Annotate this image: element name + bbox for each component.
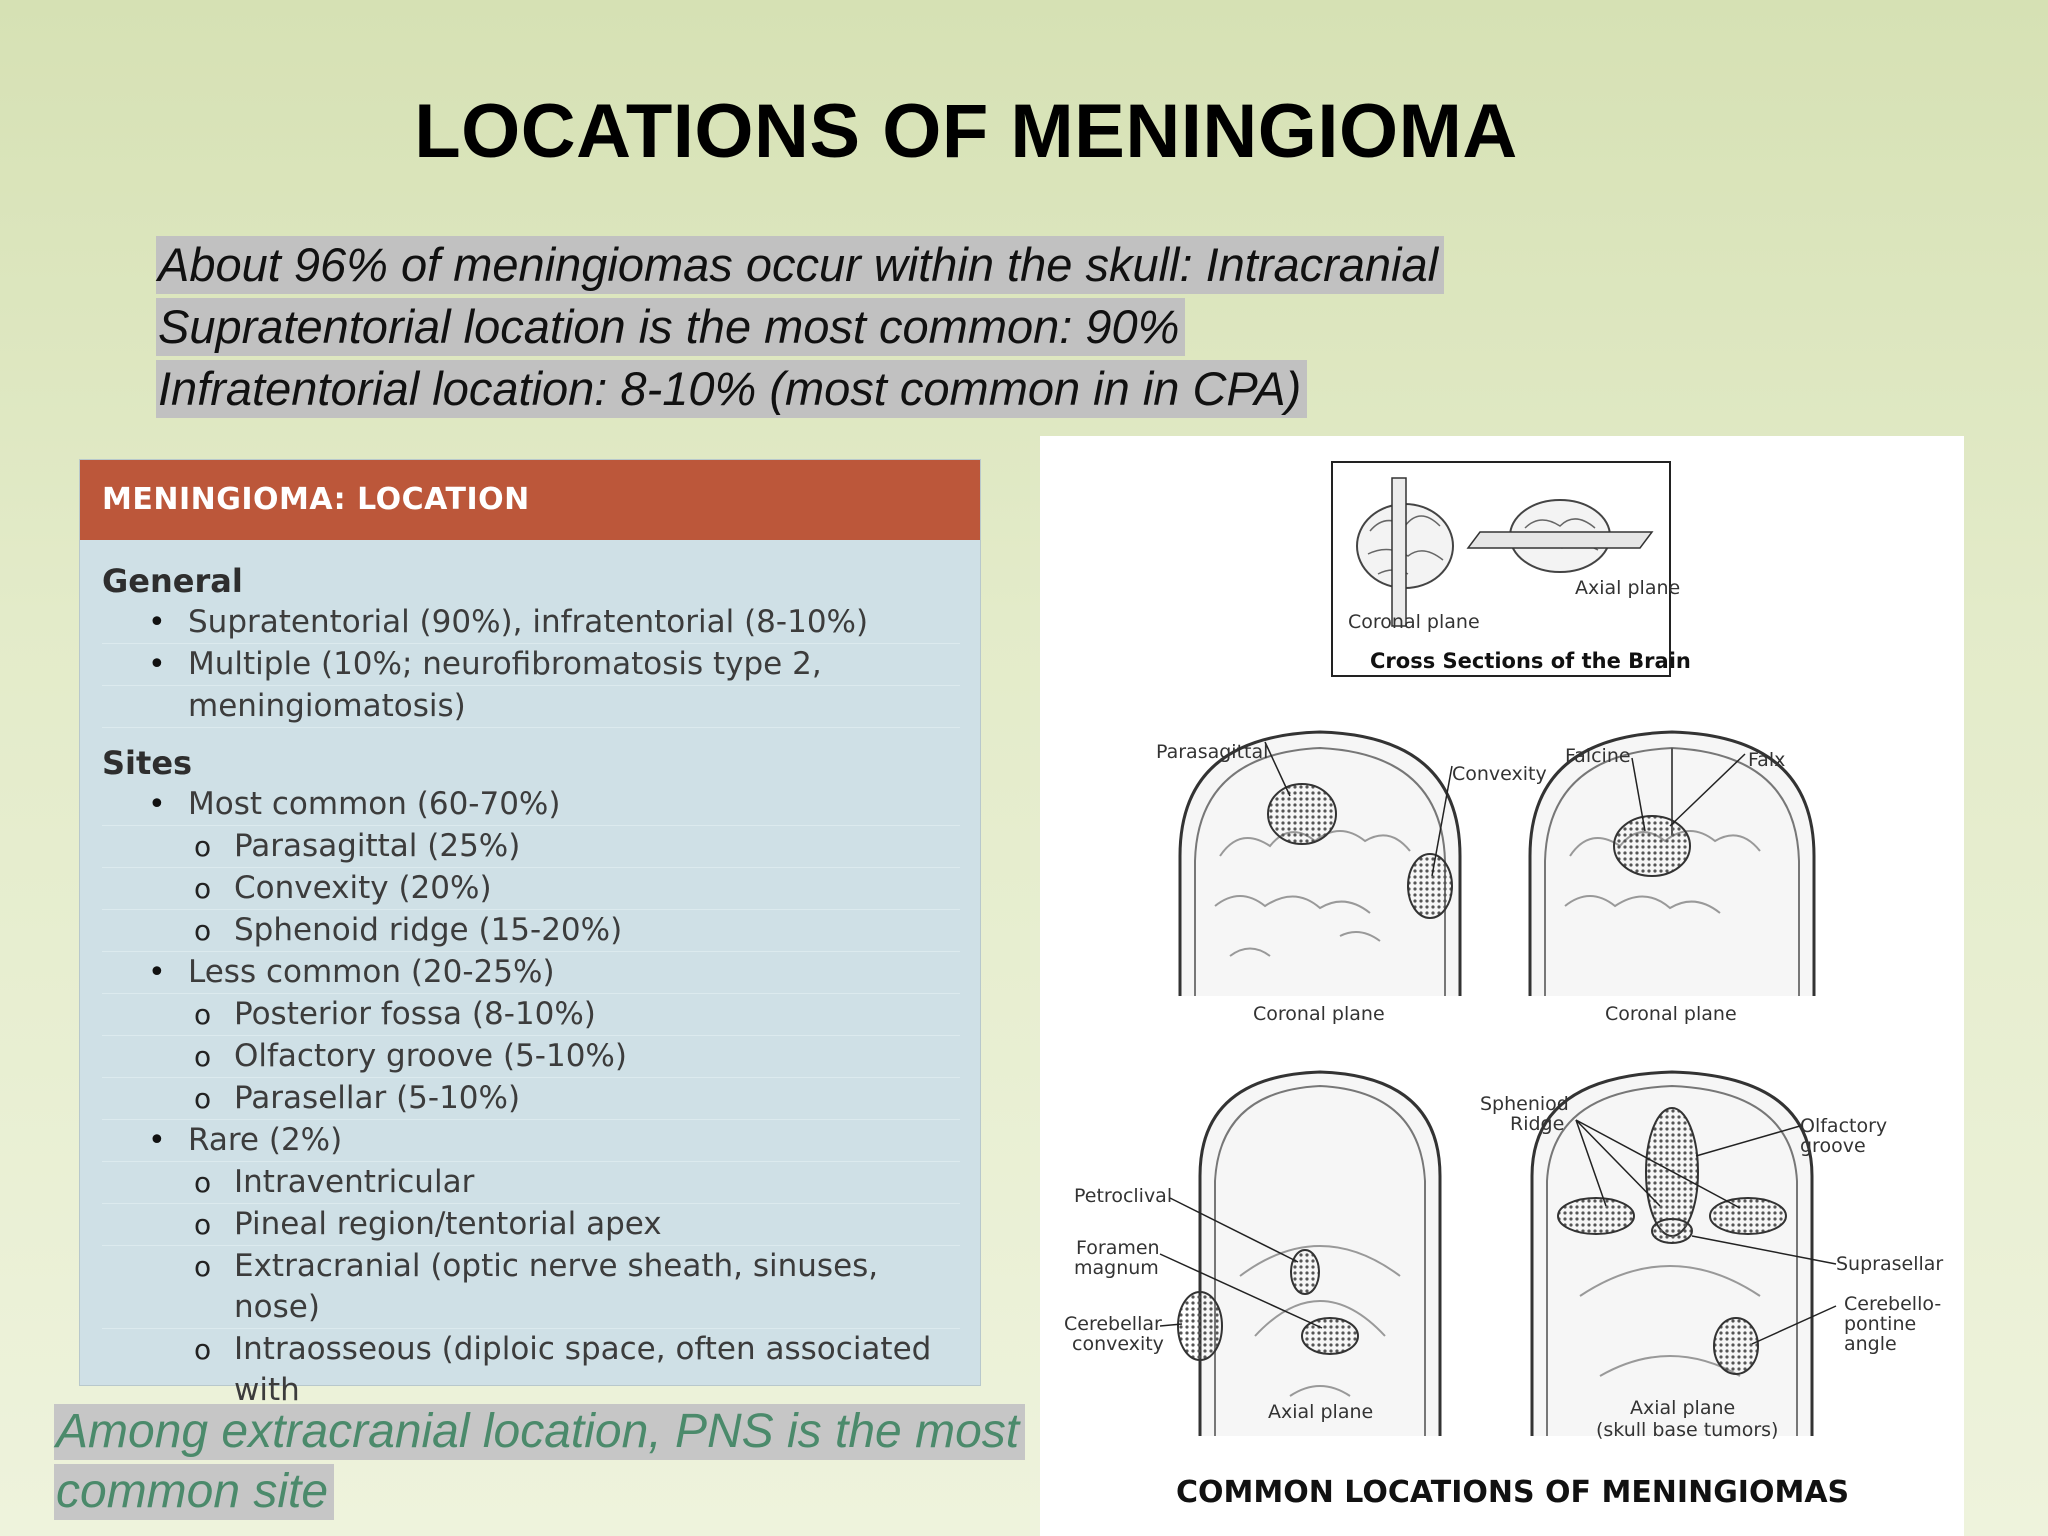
coronal-skull-right [1528,730,1816,996]
general-list-item: • Multiple (10%; neurofibromatosis type 2… [102,644,960,686]
list-item-text: Posterior fossa (8-10%) [234,996,596,1032]
table-header: MENINGIOMA: LOCATION [80,460,980,540]
label-foramen-1: Foramen [1076,1237,1160,1259]
site-sub-item: o Pineal region/tentorial apex [102,1204,960,1246]
site-sub-item: o Convexity (20%) [102,868,960,910]
list-item-text: Olfactory groove (5-10%) [234,1038,627,1074]
label-olfactory-2: groove [1800,1135,1866,1157]
label-falcine: Falcine [1565,745,1631,767]
label-sphenoid-2: Ridge [1510,1113,1564,1135]
label-convexity: Convexity [1452,763,1547,785]
list-item-text: Parasellar (5-10%) [234,1080,521,1116]
bullet-icon: • [148,787,166,822]
inset-caption: Cross Sections of the Brain [1370,649,1691,673]
coronal-labels: Parasagittal Convexity Falcine Falx Coro… [1156,741,1785,1025]
footnote-line-1: Among extracranial location, PNS is the … [54,1404,1026,1460]
sub-bullet-icon: o [194,830,212,863]
list-item-text: Rare (2%) [188,1122,343,1158]
list-item-text: Extracranial (optic nerve sheath, sinuse… [234,1248,879,1325]
label-axial-right-1: Axial plane [1630,1397,1735,1419]
site-sub-item: o Intraosseous (diploic space, often asso… [102,1329,960,1412]
general-list: • Supratentorial (90%), infratentorial (8… [102,602,960,728]
sub-bullet-icon: o [194,914,212,947]
site-group-item: • Rare (2%) [102,1120,960,1162]
sites-heading: Sites [102,744,193,782]
label-petroclival: Petroclival [1074,1185,1172,1207]
footnote-text: Among extracranial location, PNS is the … [54,1404,1026,1524]
sites-list: • Most common (60-70%) o Parasagittal (25%)… [102,784,960,1454]
list-item-text: Intraventricular [234,1164,475,1200]
label-coronal-right: Coronal plane [1605,1003,1737,1025]
sub-bullet-icon: o [194,1208,212,1241]
label-parasagittal: Parasagittal [1156,741,1268,763]
label-cerebellar-2: convexity [1072,1333,1164,1355]
location-table: MENINGIOMA: LOCATION General • Supratento… [80,460,980,1454]
label-falx: Falx [1748,749,1785,771]
list-item-text: Most common (60-70%) [188,786,561,822]
bullet-icon: • [148,605,166,640]
general-heading: General [102,562,243,600]
general-list-item: • Supratentorial (90%), infratentorial (8… [102,602,960,644]
label-axial-right-2: (skull base tumors) [1596,1419,1778,1441]
figure-caption: COMMON LOCATIONS OF MENINGIOMAS [1176,1475,1849,1510]
site-sub-item: o Sphenoid ridge (15-20%) [102,910,960,952]
site-group-item: • Most common (60-70%) [102,784,960,826]
intro-line-2: Supratentorial location is the most comm… [156,298,1186,356]
inset-axial-label: Axial plane [1575,577,1680,599]
sub-bullet-icon: o [194,872,212,905]
label-axial-left: Axial plane [1268,1401,1373,1423]
sub-bullet-icon: o [194,1250,212,1283]
label-cpa-1: Cerebello- [1844,1293,1941,1315]
axial-skull-left [1177,1070,1442,1436]
list-item-text: Less common (20-25%) [188,954,555,990]
inset-coronal-label: Coronal plane [1348,611,1480,633]
site-sub-item: o Posterior fossa (8-10%) [102,994,960,1036]
site-group-item: • Less common (20-25%) [102,952,960,994]
cross-sections-inset: Axial plane Coronal plane Cross Sections… [1331,461,1691,677]
label-sphenoid-1: Spheniod [1480,1093,1569,1115]
intro-text: About 96% of meningiomas occur within th… [156,236,1445,422]
list-item-text: Supratentorial (90%), infratentorial (8-… [188,604,869,640]
slide-title: LOCATIONS OF MENINGIOMA [414,89,1518,174]
site-sub-item: o Parasagittal (25%) [102,826,960,868]
figure-illustration: Axial plane Coronal plane Cross Sections… [1064,461,1943,1510]
footnote-line-2: common site [54,1464,335,1520]
list-item-text: Convexity (20%) [234,870,492,906]
label-foramen-2: magnum [1074,1257,1159,1279]
bullet-icon: • [148,1123,166,1158]
sub-bullet-icon: o [194,998,212,1031]
list-item-text: Multiple (10%; neurofibromatosis type 2, [188,646,822,682]
list-item-text: Sphenoid ridge (15-20%) [234,912,623,948]
axial-labels: Spheniod Ridge Olfactory groove Petrocli… [1064,1093,1943,1441]
site-sub-item: o Parasellar (5-10%) [102,1078,960,1120]
label-olfactory-1: Olfactory [1800,1115,1887,1137]
label-cpa-3: angle [1844,1333,1897,1355]
label-cerebellar-1: Cerebellar [1064,1313,1162,1335]
bullet-icon: • [148,955,166,990]
sub-bullet-icon: o [194,1333,212,1366]
label-coronal-left: Coronal plane [1253,1003,1385,1025]
site-sub-item: o Extracranial (optic nerve sheath, sinus… [102,1246,960,1329]
meningioma-locations-figure: Axial plane Coronal plane Cross Sections… [1040,436,1964,1536]
list-item-continuation: meningiomatosis) [102,686,960,728]
sub-bullet-icon: o [194,1082,212,1115]
site-sub-item: o Intraventricular [102,1162,960,1204]
axial-skull-right [1530,1070,1814,1436]
sub-bullet-icon: o [194,1166,212,1199]
intro-line-1: About 96% of meningiomas occur within th… [156,236,1445,294]
sub-bullet-icon: o [194,1040,212,1073]
label-suprasellar: Suprasellar [1836,1253,1943,1275]
site-sub-item: o Olfactory groove (5-10%) [102,1036,960,1078]
label-cpa-2: pontine [1844,1313,1916,1335]
coronal-skull-left [1178,730,1462,996]
intro-line-3: Infratentorial location: 8-10% (most com… [156,360,1308,418]
bullet-icon: • [148,647,166,682]
list-item-text: Parasagittal (25%) [234,828,521,864]
list-item-text: Pineal region/tentorial apex [234,1206,662,1242]
table-body: General • Supratentorial (90%), infratent… [80,540,980,1454]
list-item-text: Intraosseous (diploic space, often assoc… [234,1331,932,1408]
